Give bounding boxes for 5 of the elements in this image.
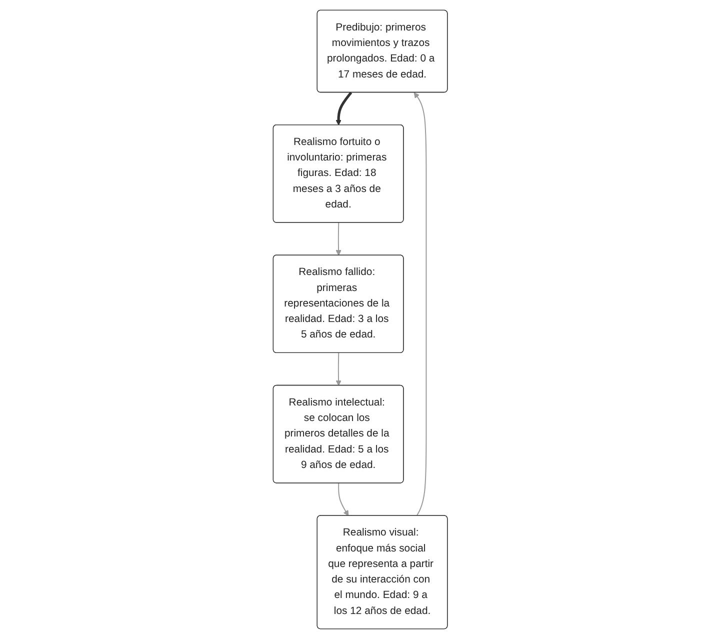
- arrow: [336, 222, 342, 256]
- arrow: [336, 352, 342, 386]
- arrow: [336, 92, 352, 126]
- arrow: [338, 482, 349, 516]
- arrow: [414, 92, 427, 516]
